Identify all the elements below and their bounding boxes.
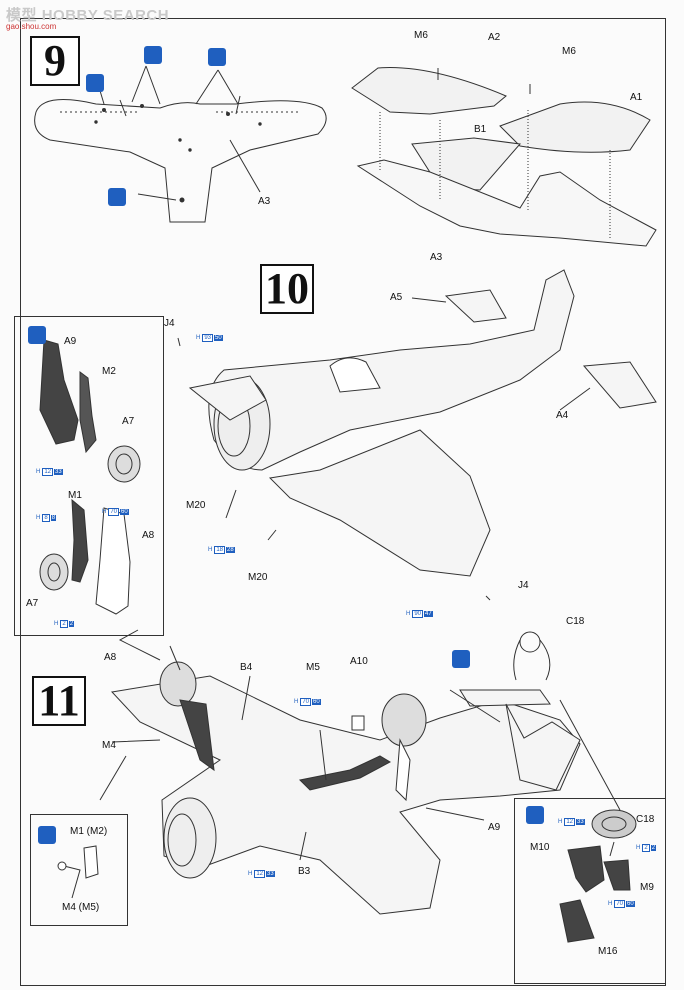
- fold-icon: [144, 46, 162, 64]
- watermark-brand: 模型 HOBBY SEARCH: [6, 7, 170, 24]
- part-label-a9-main: A9: [488, 822, 501, 833]
- small-inset-gear: [57, 845, 99, 899]
- part-label-m4-m5: M4 (M5): [62, 902, 100, 913]
- paint-brush-icon: [38, 826, 56, 844]
- part-label-m1-inset: M1: [68, 490, 82, 501]
- part-label-m4-main: M4: [102, 740, 116, 751]
- part-label-m6-left: M6: [414, 30, 428, 41]
- part-label-c18-main: C18: [566, 616, 585, 627]
- paint-brush-icon: [28, 326, 46, 344]
- part-label-a3-right: A3: [430, 252, 443, 263]
- part-label-a7-bottom: A7: [26, 598, 39, 609]
- part-label-a9-inset: A9: [64, 336, 77, 347]
- part-label-a8-inset: A8: [142, 530, 155, 541]
- part-label-b4: B4: [240, 662, 253, 673]
- drop-icon: [452, 650, 470, 668]
- part-label-a10: A10: [350, 656, 368, 667]
- part-label-m16: M16: [598, 946, 618, 957]
- paint-brush-icon: [526, 806, 544, 824]
- glue-icon: [86, 74, 104, 92]
- part-label-b1: B1: [474, 124, 487, 135]
- step-9-number: 9: [30, 36, 80, 86]
- glue-icon: [208, 48, 226, 66]
- step-10-airplane-diagram: [177, 269, 657, 601]
- part-label-m5: M5: [306, 662, 320, 673]
- part-label-a1: A1: [630, 92, 643, 103]
- step-11-airplane-diagram: [99, 629, 621, 915]
- part-label-a7-top: A7: [122, 416, 135, 427]
- page-border: [20, 18, 666, 986]
- part-label-a8-main: A8: [104, 652, 117, 663]
- part-label-m20-top: M20: [186, 500, 206, 511]
- step-11-number: 11: [32, 676, 86, 726]
- gear-detail-inset-small: [30, 814, 128, 926]
- part-label-j4-top: J4: [164, 318, 175, 329]
- part-label-a5: A5: [390, 292, 403, 303]
- tailwheel-inset: [514, 798, 666, 984]
- watermark-site: gao.shou.com: [6, 22, 57, 31]
- part-label-m10: M10: [530, 842, 550, 853]
- part-label-m2-inset: M2: [102, 366, 116, 377]
- part-label-a4: A4: [556, 410, 569, 421]
- landing-gear-inset: [14, 316, 164, 636]
- step-9-wing-diagram: [34, 65, 327, 223]
- glue-icon: [108, 188, 126, 206]
- part-label-a3-left: A3: [258, 196, 271, 207]
- tailwheel-parts: [559, 809, 637, 943]
- part-label-m6-right: M6: [562, 46, 576, 57]
- part-label-a2: A2: [488, 32, 501, 43]
- part-label-j4-bottom: J4: [518, 580, 529, 591]
- step-9-exploded-wing: [351, 67, 657, 247]
- part-label-m9: M9: [640, 882, 654, 893]
- part-label-c18-inset: C18: [636, 814, 655, 825]
- inset-gear-parts: [39, 339, 141, 615]
- part-label-m20-bottom: M20: [248, 572, 268, 583]
- part-label-m1-m2: M1 (M2): [70, 826, 108, 837]
- part-label-b3: B3: [298, 866, 311, 877]
- step-10-number: 10: [260, 264, 314, 314]
